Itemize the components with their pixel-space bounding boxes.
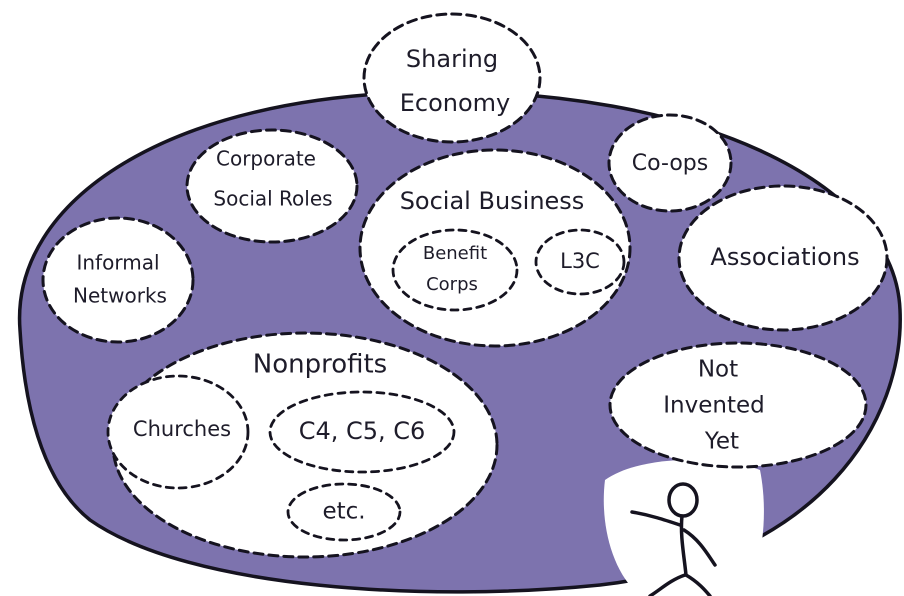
nyi-label-2: Invented — [663, 393, 764, 419]
stick-figure-running-icon — [630, 482, 717, 596]
bubble-benefit-corps — [391, 228, 519, 312]
nyi-label-3: Yet — [704, 429, 739, 455]
associations-label: Associations — [710, 243, 859, 271]
bubble-coops: Co-ops — [607, 113, 733, 213]
bubble-c4c5c6 — [268, 390, 456, 474]
sharing-economy-label-2: Economy — [400, 89, 511, 117]
bubble-l3c — [534, 228, 626, 296]
corporate-label-1: Corporate — [216, 147, 316, 171]
churches-label: Churches — [133, 417, 231, 441]
coops-label: Co-ops — [632, 151, 708, 176]
bubble-not-invented-yet: Not Invented Yet — [608, 341, 868, 469]
informal-label-1: Informal — [76, 251, 159, 275]
etc-label: etc. — [322, 499, 365, 525]
nyi-label-1: Not — [698, 357, 738, 383]
l3c-label: L3C — [560, 249, 600, 273]
c4c5c6-label: C4, C5, C6 — [299, 417, 426, 445]
sharing-economy-label-1: Sharing — [406, 45, 498, 73]
bubble-sharing-economy: Sharing Economy — [362, 12, 542, 144]
bubble-informal-networks: Informal Networks — [41, 216, 195, 344]
social-business-label: Social Business — [400, 187, 585, 215]
bubble-etc — [286, 482, 402, 542]
bubble-nonprofits: Nonprofits Churches C4, C5, C6 etc. — [106, 331, 499, 559]
bubble-associations: Associations — [677, 184, 889, 332]
benefit-label-1: Benefit — [423, 243, 487, 264]
nonprofits-label: Nonprofits — [253, 350, 387, 380]
exit-gap — [603, 459, 764, 596]
bubble-churches — [106, 374, 250, 490]
bubble-corporate-social-roles: Corporate Social Roles — [185, 128, 359, 244]
bubble-social-business: Social Business Benefit Corps L3C — [358, 148, 632, 348]
benefit-label-2: Corps — [426, 274, 478, 295]
informal-label-2: Networks — [73, 284, 167, 308]
corporate-label-2: Social Roles — [213, 187, 332, 211]
